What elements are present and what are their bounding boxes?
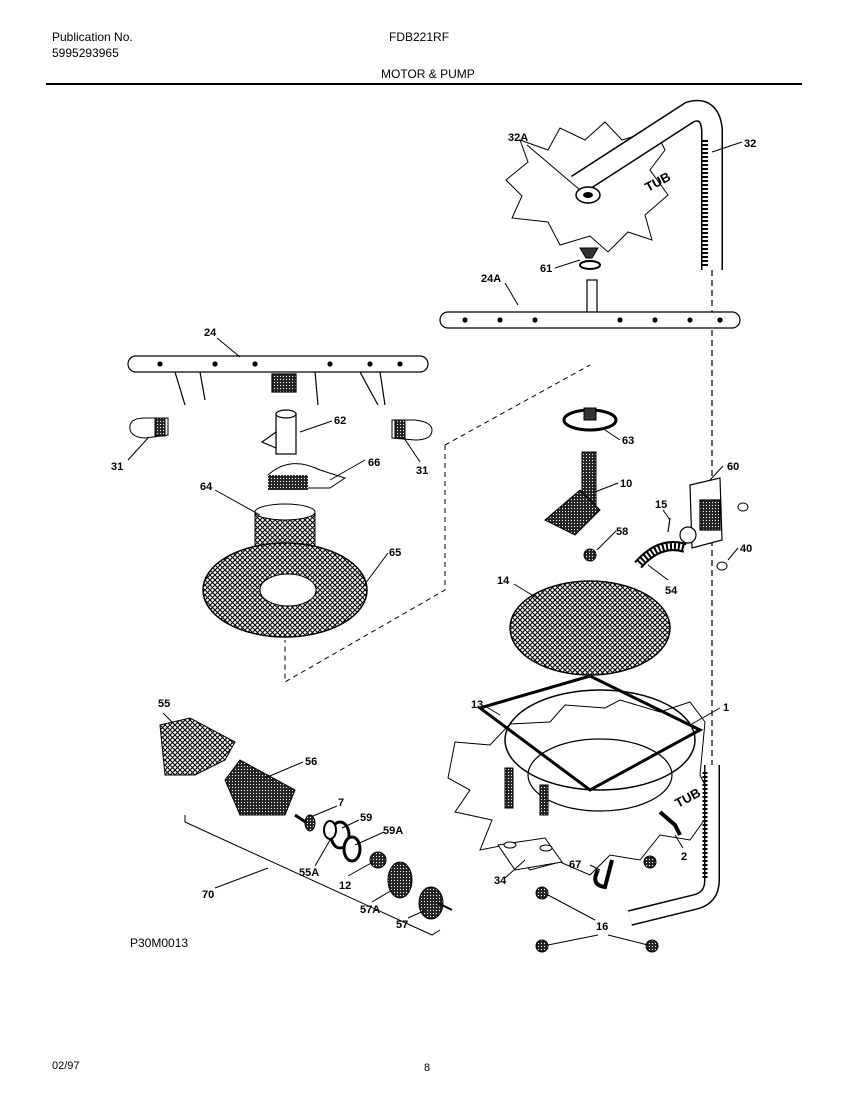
cover-57 <box>418 886 444 920</box>
bracket-31-left <box>129 417 169 439</box>
callout-56: 56 <box>305 756 317 768</box>
nut-16-b <box>535 939 549 953</box>
callout-24: 24 <box>204 327 217 339</box>
callout-63: 63 <box>622 435 634 447</box>
leader-lines <box>127 141 743 946</box>
callout-59: 59 <box>360 812 372 824</box>
part-2 <box>658 810 682 836</box>
callout-31-left: 31 <box>111 461 123 473</box>
bracket-55 <box>159 717 236 776</box>
header-rule <box>46 83 802 85</box>
callout-1: 1 <box>723 702 729 714</box>
model-number: FDB221RF <box>389 30 450 44</box>
publication-number: 5995293965 <box>52 46 119 60</box>
part-55a <box>323 820 337 840</box>
seal-32a-hole <box>583 192 593 198</box>
callout-66: 66 <box>368 457 380 469</box>
water-valve-60 <box>679 477 723 549</box>
tub-cutaway-upper <box>505 121 669 253</box>
assembly-bracket-70 <box>184 815 441 936</box>
callout-57a: 57A <box>360 904 380 916</box>
callout-32a: 32A <box>508 132 528 144</box>
fine-filter-screen-65 <box>202 542 368 638</box>
callout-7: 7 <box>338 797 344 809</box>
callout-65: 65 <box>389 547 401 559</box>
lower-spray-arm-24 <box>127 355 429 406</box>
nut-61 <box>579 247 599 259</box>
screw-15 <box>667 517 671 533</box>
housing-57a <box>387 861 413 899</box>
tub-label-upper: TUB <box>642 169 673 195</box>
tub-label-lower: TUB <box>672 785 703 811</box>
callout-34: 34 <box>494 875 507 887</box>
spray-arm-mount-62 <box>260 409 297 455</box>
clip-40 <box>716 561 728 571</box>
callout-14: 14 <box>497 575 510 587</box>
gear-66 <box>268 475 308 490</box>
nut-16-a <box>535 886 549 900</box>
nut-16-c <box>645 939 659 953</box>
callout-55: 55 <box>158 698 170 710</box>
callout-24a: 24A <box>481 273 501 285</box>
cover-57-stub <box>437 902 453 911</box>
callout-64: 64 <box>200 481 213 493</box>
callout-15: 15 <box>655 499 667 511</box>
mount-34 <box>497 767 563 871</box>
callout-40: 40 <box>740 543 752 555</box>
perspective-guide <box>284 364 591 683</box>
footer-date: 02/97 <box>52 1060 80 1072</box>
publication-label: Publication No. <box>52 30 133 44</box>
part-63 <box>562 407 618 432</box>
callout-60: 60 <box>727 461 739 473</box>
callout-31-right: 31 <box>416 465 428 477</box>
page-number: 8 <box>424 1062 431 1074</box>
supply-tube-32 <box>571 99 723 880</box>
impeller-10 <box>544 451 601 536</box>
part-58 <box>583 548 597 562</box>
callout-55a: 55A <box>299 867 319 879</box>
callout-61: 61 <box>540 263 552 275</box>
callout-32: 32 <box>744 138 756 150</box>
callout-12: 12 <box>339 880 351 892</box>
motor-56 <box>224 759 311 827</box>
callout-2: 2 <box>681 851 687 863</box>
seal-59a <box>342 835 362 863</box>
callout-62: 62 <box>334 415 346 427</box>
callout-59a: 59A <box>383 825 403 837</box>
part-7 <box>304 814 316 832</box>
impeller-12 <box>369 851 387 869</box>
callout-70: 70 <box>202 889 214 901</box>
sump-1 <box>476 674 704 812</box>
callout-16: 16 <box>596 921 608 933</box>
clip-67 <box>593 859 614 890</box>
callout-10: 10 <box>620 478 632 490</box>
nut-16-d <box>643 855 657 869</box>
callout-58: 58 <box>616 526 628 538</box>
callout-67: 67 <box>569 859 581 871</box>
callout-57: 57 <box>396 919 408 931</box>
chopper-plate-14 <box>509 580 671 676</box>
upper-spray-arm-24a <box>439 279 741 329</box>
diagram-code: P30M0013 <box>130 936 188 950</box>
section-title: MOTOR & PUMP <box>381 67 475 81</box>
callout-13: 13 <box>471 699 483 711</box>
callout-54: 54 <box>665 585 678 597</box>
washer-61 <box>579 260 601 270</box>
tub-cutaway-lower <box>447 699 716 876</box>
bracket-31-right <box>391 419 433 441</box>
clip-40-top <box>737 502 749 512</box>
callout-labels: 32A 32 61 24A 24 62 63 31 31 66 10 60 64… <box>111 132 756 933</box>
